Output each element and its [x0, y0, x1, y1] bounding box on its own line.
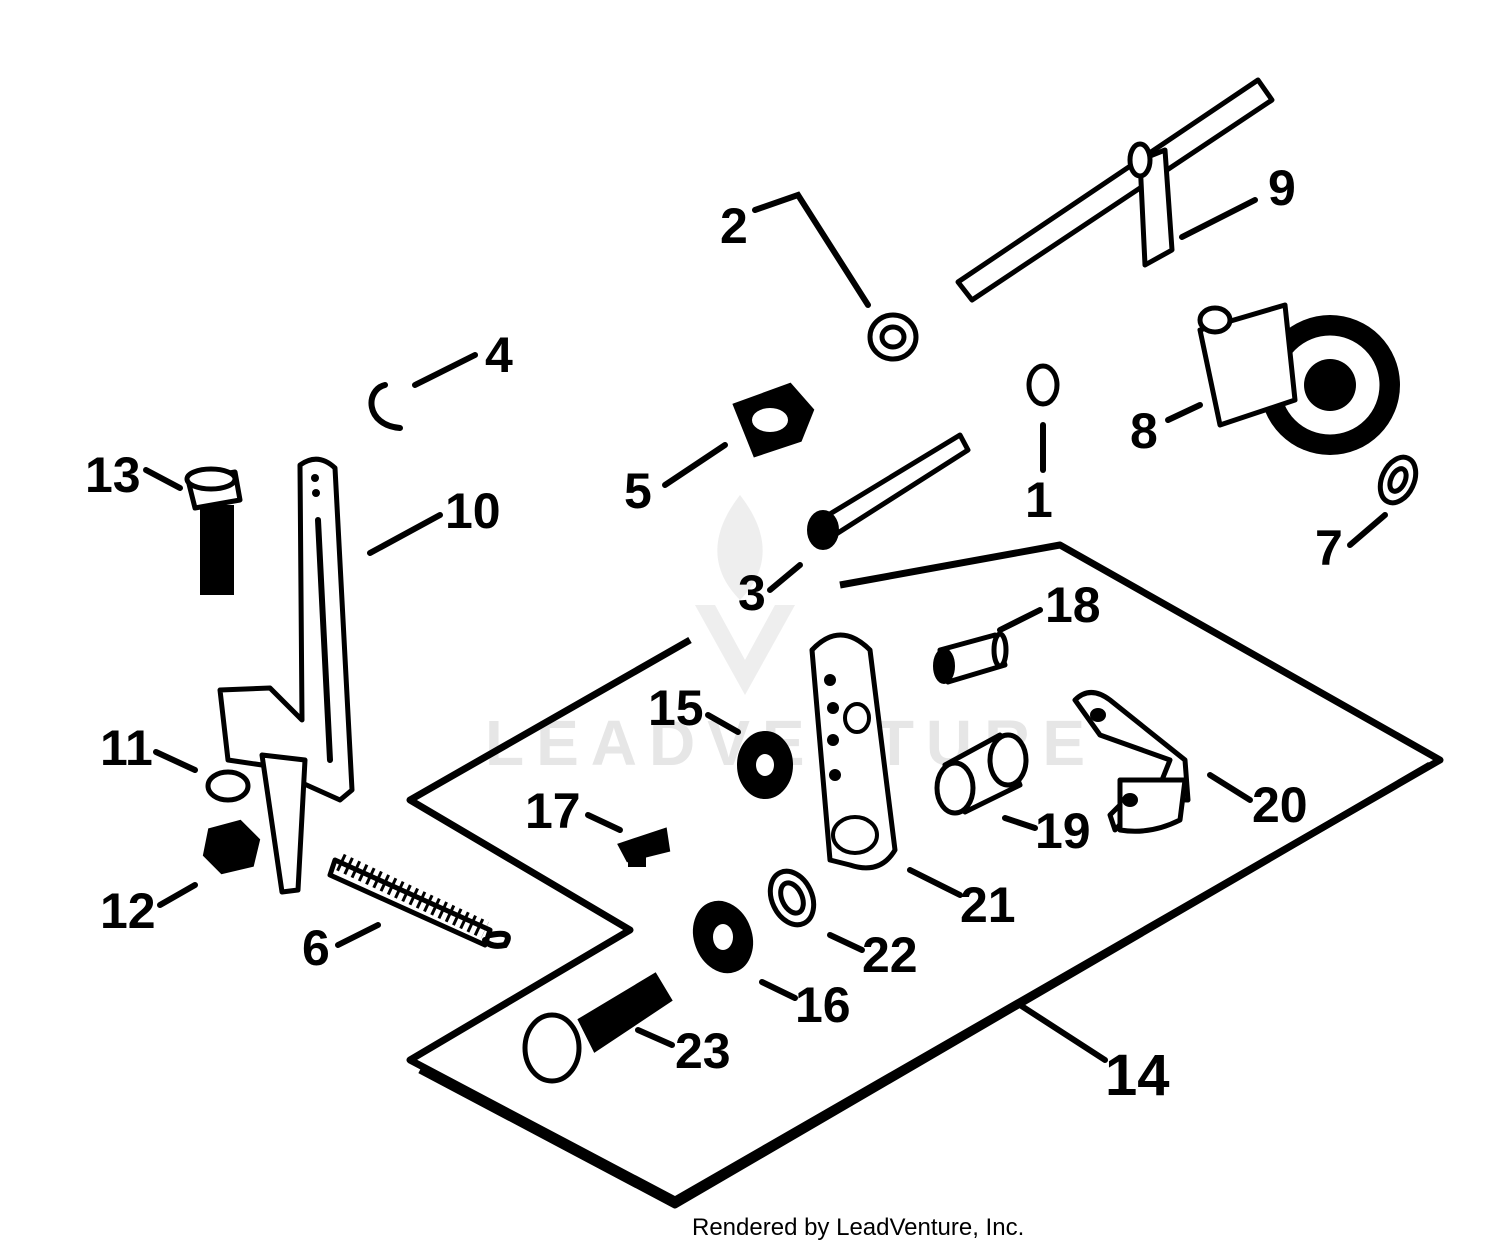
callout-20: 20	[1252, 777, 1308, 833]
long-pin	[807, 432, 971, 550]
roller	[934, 732, 1029, 816]
retaining-clip	[368, 382, 403, 431]
callout-4: 4	[485, 327, 513, 383]
bracket	[1072, 690, 1191, 834]
tension-spring	[327, 853, 511, 949]
control-lever	[217, 456, 355, 895]
link-plate	[809, 632, 898, 871]
washer	[1377, 454, 1419, 506]
callout-23: 23	[675, 1023, 731, 1079]
sleeve	[933, 631, 1009, 685]
callout-7: 7	[1315, 520, 1343, 576]
callout-5: 5	[624, 463, 652, 519]
gear-assembly	[1197, 302, 1400, 455]
leader-lines	[143, 191, 1388, 1063]
o-ring	[767, 868, 817, 928]
callout-10: 10	[445, 483, 501, 539]
callout-15: 15	[648, 680, 704, 736]
credit-text: Rendered by LeadVenture, Inc.	[692, 1214, 1024, 1241]
callout-14: 14	[1105, 1043, 1170, 1108]
callout-17: 17	[525, 783, 581, 839]
flame-logo-icon	[717, 495, 763, 600]
callout-2: 2	[720, 198, 748, 254]
callout-8: 8	[1130, 403, 1158, 459]
thick-washer	[692, 900, 754, 974]
callout-9: 9	[1268, 160, 1296, 216]
callout-3: 3	[738, 565, 766, 621]
callout-labels: 1 2 3 4 5 6 7 8 9 10 11 12 13 14 15 16 1…	[85, 160, 1343, 1108]
lock-washer	[205, 769, 251, 803]
hex-nut	[202, 819, 261, 875]
callout-19: 19	[1035, 803, 1091, 859]
callout-18: 18	[1045, 577, 1101, 633]
callout-22: 22	[862, 927, 918, 983]
shift-shaft	[955, 77, 1275, 303]
callout-6: 6	[302, 920, 330, 976]
large-bolt	[522, 972, 673, 1084]
callout-11: 11	[100, 720, 153, 776]
callout-1: 1	[1025, 472, 1053, 528]
bushing	[867, 312, 919, 362]
callout-16: 16	[795, 977, 851, 1033]
v-logo-icon	[695, 605, 795, 695]
bolt	[184, 466, 243, 595]
callout-12: 12	[100, 883, 156, 939]
pivot-nut	[732, 382, 815, 458]
screw	[617, 827, 671, 867]
ball	[1026, 363, 1060, 407]
spacer	[737, 731, 793, 799]
callout-13: 13	[85, 447, 141, 503]
base-plate	[406, 541, 1444, 1209]
callout-21: 21	[960, 877, 1016, 933]
